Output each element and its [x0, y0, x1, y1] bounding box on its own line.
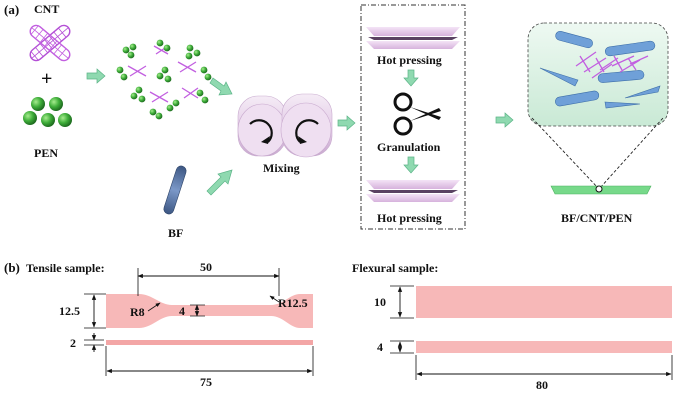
bf-fiber-icon [163, 165, 187, 215]
cnt-label: CNT [34, 2, 59, 16]
dim-label-length-gauge: 50 [200, 260, 212, 274]
dim-label-flex-length: 80 [536, 378, 548, 392]
hot-press-plates-top [366, 27, 460, 49]
bf-label: BF [168, 226, 183, 240]
composite-label: BF/CNT/PEN [561, 211, 633, 225]
dim-label-flex-width: 10 [374, 295, 386, 309]
flow-arrow [495, 112, 514, 128]
dim-label-width: 12.5 [59, 304, 80, 318]
pen-icon [23, 97, 72, 127]
panel-a-label: (a) [4, 2, 19, 17]
dim-label-flex-thickness: 4 [377, 340, 383, 354]
radius-label-right: R12.5 [278, 296, 308, 310]
flexural-specimen-side-view [416, 341, 672, 353]
dim-label-total-length: 75 [200, 375, 212, 389]
hot-pressing-bottom-label: Hot pressing [377, 211, 442, 225]
cnt-pen-mixture-icon [116, 39, 212, 120]
panel-b-label: (b) [4, 260, 20, 275]
radius-leader-left [147, 302, 161, 312]
tensile-specimen-top-view [106, 294, 313, 328]
flow-arrow [86, 68, 106, 84]
flow-arrow [206, 169, 233, 196]
flexural-specimen-top-view [416, 286, 672, 318]
flow-arrow-down [403, 69, 419, 87]
dim-label-thickness: 2 [70, 336, 76, 350]
composite-microstructure-inset [527, 22, 669, 127]
plus-sign: + [41, 68, 52, 90]
flow-arrow [337, 115, 356, 131]
radius-label-left: R8 [130, 305, 145, 319]
radius-leader-right [269, 295, 280, 303]
mixing-label: Mixing [263, 161, 300, 175]
hot-pressing-top-label: Hot pressing [377, 53, 442, 67]
flow-arrow [209, 77, 233, 96]
flexural-title: Flexural sample: [352, 261, 438, 275]
scissors-icon [393, 92, 441, 136]
process-box [360, 4, 466, 230]
mixing-rollers-icon [237, 93, 333, 158]
hot-press-plates-bottom [366, 180, 460, 202]
flow-arrow-down [403, 156, 419, 174]
dim-label-neck-width: 4 [179, 304, 185, 318]
pen-label: PEN [34, 146, 58, 160]
zoom-lines [531, 117, 664, 190]
tensile-specimen-side-view [106, 340, 313, 345]
granulation-label: Granulation [377, 140, 441, 154]
tensile-title: Tensile sample: [26, 261, 105, 275]
cnt-icon [29, 24, 71, 62]
zoom-point [595, 185, 603, 193]
